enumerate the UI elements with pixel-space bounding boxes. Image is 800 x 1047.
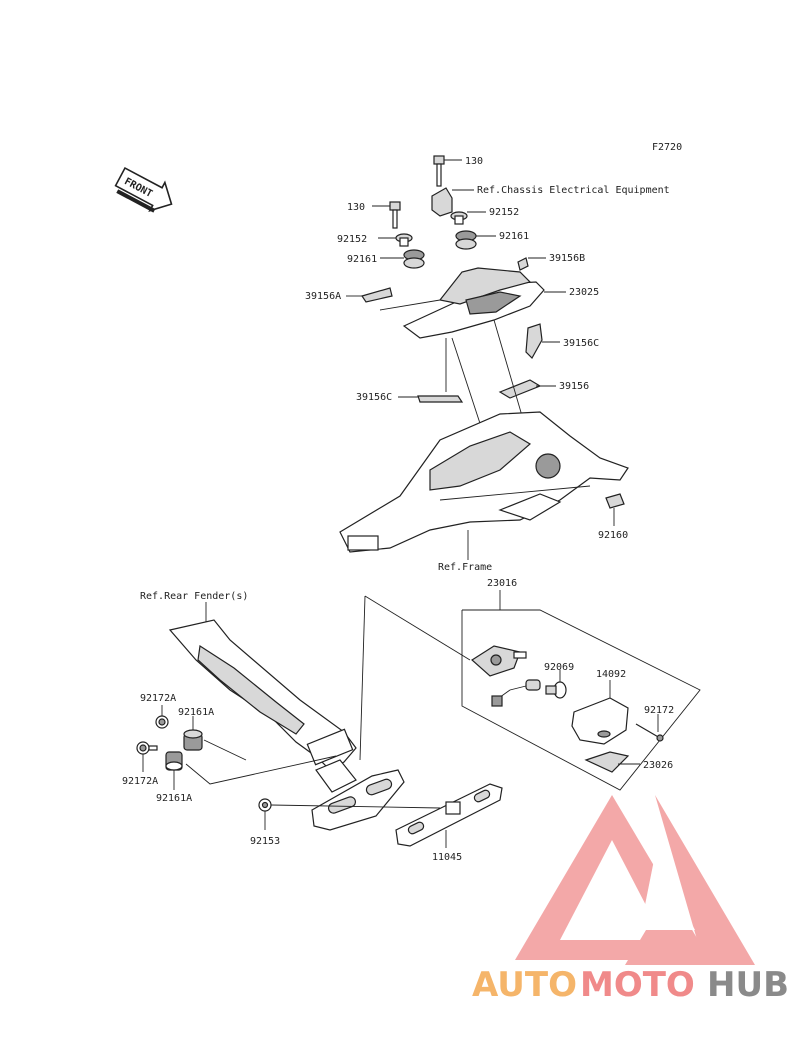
label-23016: 23016 bbox=[487, 578, 517, 589]
label-92069: 92069 bbox=[544, 662, 574, 673]
label-130-left: 130 bbox=[347, 202, 365, 213]
bolt-130-top bbox=[433, 155, 462, 187]
front-arrow-icon: FRONT bbox=[114, 166, 173, 213]
rivet-92172A-top bbox=[155, 705, 169, 729]
license-bracket bbox=[311, 769, 405, 831]
grommet-92161-right bbox=[455, 230, 496, 250]
label-92172A-top: 92172A bbox=[140, 693, 176, 704]
label-92160: 92160 bbox=[598, 530, 628, 541]
label-92152-right: 92152 bbox=[489, 207, 519, 218]
bulb-92069 bbox=[545, 670, 567, 699]
watermark-text-auto: AUTO bbox=[472, 965, 577, 1005]
plate-holder-11045 bbox=[395, 783, 503, 848]
label-ref-chassis: Ref.Chassis Electrical Equipment bbox=[477, 185, 670, 196]
pad-92160 bbox=[605, 493, 625, 526]
rear-fender-bracket bbox=[168, 619, 357, 793]
watermark-triangle-inner bbox=[560, 840, 664, 940]
label-ref-frame: Ref.Frame bbox=[438, 562, 492, 573]
watermark-text-moto: MOTO bbox=[580, 965, 695, 1005]
label-92153: 92153 bbox=[250, 836, 280, 847]
grommet-92161-left bbox=[380, 249, 425, 269]
pad-39156C-right bbox=[525, 323, 560, 359]
label-92161A-bottom: 92161A bbox=[156, 793, 192, 804]
label-39156C-right: 39156C bbox=[563, 338, 599, 349]
gasket-23026 bbox=[584, 751, 640, 773]
pad-39156 bbox=[498, 379, 556, 399]
label-92161-right: 92161 bbox=[499, 231, 529, 242]
watermark-triangle-notch bbox=[640, 855, 695, 930]
label-23025: 23025 bbox=[569, 287, 599, 298]
lamp-housing bbox=[471, 645, 527, 677]
collar-92152-right bbox=[450, 211, 486, 225]
tail-cover-23025 bbox=[379, 267, 566, 339]
pad-39156B bbox=[517, 257, 546, 271]
label-11045: 11045 bbox=[432, 852, 462, 863]
label-39156A: 39156A bbox=[305, 291, 341, 302]
rear-frame bbox=[339, 411, 629, 560]
watermark-logo bbox=[515, 795, 755, 965]
label-92152-left: 92152 bbox=[337, 234, 367, 245]
grommet-92161A-top bbox=[183, 716, 203, 751]
lens-14092 bbox=[571, 680, 629, 745]
label-39156B: 39156B bbox=[549, 253, 585, 264]
figure-code: F2720 bbox=[652, 142, 682, 153]
pad-39156A bbox=[346, 287, 393, 303]
socket-wire bbox=[491, 679, 541, 707]
pad-39156C-left bbox=[398, 395, 464, 403]
watermark-text-hub: HUB bbox=[707, 965, 789, 1005]
label-ref-fender: Ref.Rear Fender(s) bbox=[140, 591, 248, 602]
bolt-92153 bbox=[258, 798, 441, 830]
label-92172A-bottom: 92172A bbox=[122, 776, 158, 787]
label-23026: 23026 bbox=[643, 760, 673, 771]
label-130-top: 130 bbox=[465, 156, 483, 167]
rivet-92172A-bottom bbox=[136, 741, 158, 772]
screw-92172 bbox=[635, 714, 664, 742]
collar-92152-left bbox=[378, 233, 413, 247]
label-14092: 14092 bbox=[596, 669, 626, 680]
label-39156: 39156 bbox=[559, 381, 589, 392]
grommet-92161A-bottom bbox=[165, 751, 183, 790]
label-92161-left: 92161 bbox=[347, 254, 377, 265]
bolt-130-left bbox=[372, 201, 401, 229]
label-39156C-left: 39156C bbox=[356, 392, 392, 403]
label-92172: 92172 bbox=[644, 705, 674, 716]
label-92161A-top: 92161A bbox=[178, 707, 214, 718]
bracket-chassis-ref bbox=[431, 187, 474, 217]
